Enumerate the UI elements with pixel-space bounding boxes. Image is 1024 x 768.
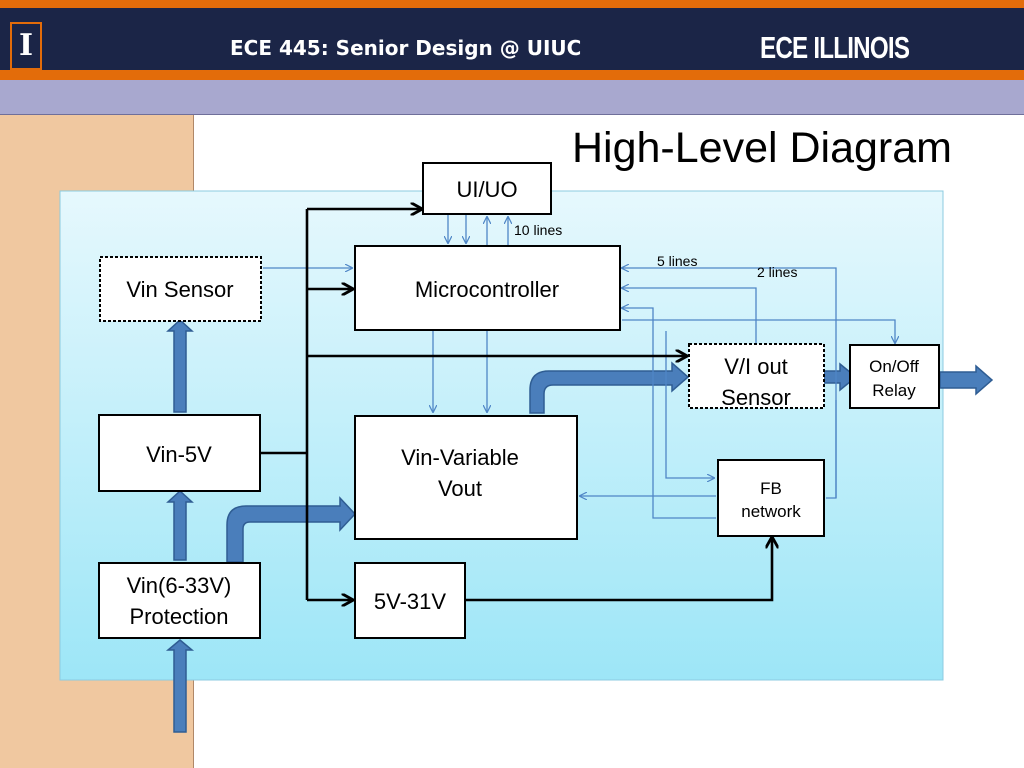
fat-arrow-to-vin-sensor bbox=[166, 318, 194, 413]
signal-fb-loop bbox=[622, 308, 716, 519]
block-vi-sensor-label-2: Sensor bbox=[721, 385, 791, 410]
block-vin-sensor: Vin Sensor bbox=[99, 256, 262, 322]
block-vin-sensor-label: Vin Sensor bbox=[126, 277, 233, 302]
label-5-lines: 5 lines bbox=[657, 253, 697, 269]
fat-arrow-to-vi-sensor bbox=[529, 361, 690, 414]
slide-title: High-Level Diagram bbox=[572, 124, 952, 172]
header-bottom-stripe bbox=[0, 70, 1024, 80]
block-relay: On/Off Relay bbox=[849, 344, 940, 409]
block-protection: Vin(6-33V) Protection bbox=[98, 562, 261, 639]
slide-header: I ECE 445: Senior Design @ UIUC ECE ILLI… bbox=[0, 8, 1024, 70]
block-microcontroller: Microcontroller bbox=[354, 245, 621, 331]
block-fb-label-1: FB bbox=[760, 479, 782, 498]
fat-arrow-to-relay bbox=[823, 362, 858, 392]
power-arrows bbox=[165, 318, 994, 733]
block-fb-label-2: network bbox=[741, 502, 801, 521]
block-protection-label-1: Vin(6-33V) bbox=[127, 573, 232, 598]
fat-arrow-to-vin5v bbox=[166, 489, 194, 561]
fat-arrow-relay-out bbox=[939, 364, 994, 396]
block-variable: Vin-Variable Vout bbox=[354, 415, 578, 540]
block-relay-label-2: Relay bbox=[872, 381, 916, 400]
header-title: ECE 445: Senior Design @ UIUC bbox=[230, 36, 582, 60]
signal-relay-to-fb bbox=[826, 400, 837, 499]
header-top-stripe bbox=[0, 0, 1024, 8]
block-ui-label: UI/UO bbox=[456, 177, 517, 202]
signal-vi-right-to-mcu bbox=[622, 268, 837, 400]
signal-vi-to-mcu bbox=[622, 288, 757, 345]
block-relay-label-1: On/Off bbox=[869, 357, 919, 376]
block-ui: UI/UO bbox=[422, 162, 552, 215]
block-microcontroller-label: Microcontroller bbox=[415, 277, 559, 302]
signal-mcu-to-relay bbox=[622, 319, 895, 343]
label-10-lines: 10 lines bbox=[514, 222, 562, 238]
label-2-lines: 2 lines bbox=[757, 264, 797, 280]
fat-arrow-protection-in bbox=[165, 639, 195, 733]
fat-arrow-to-variable bbox=[226, 496, 357, 563]
signal-lines bbox=[263, 215, 895, 519]
block-vi-sensor: V/I out Sensor bbox=[688, 343, 825, 410]
block-5v-31v-label: 5V-31V bbox=[374, 589, 446, 614]
sub-header-bar bbox=[0, 80, 1024, 115]
block-vin5v-label: Vin-5V bbox=[146, 442, 212, 467]
block-5v-31v: 5V-31V bbox=[354, 562, 466, 639]
signal-mcu-to-fb bbox=[665, 331, 714, 478]
block-vin5v: Vin-5V bbox=[98, 414, 261, 492]
ece-illinois-brand: ECE ILLINOIS bbox=[760, 30, 910, 65]
block-variable-label-1: Vin-Variable bbox=[401, 445, 519, 470]
power-lines bbox=[260, 209, 772, 600]
block-vi-sensor-label-1: V/I out bbox=[724, 354, 788, 379]
block-fb-network: FB network bbox=[717, 459, 825, 537]
block-protection-label-2: Protection bbox=[129, 604, 228, 629]
illinois-logo-icon: I bbox=[10, 22, 42, 70]
power-531-to-fb bbox=[466, 538, 772, 602]
block-variable-label-2: Vout bbox=[438, 476, 482, 501]
